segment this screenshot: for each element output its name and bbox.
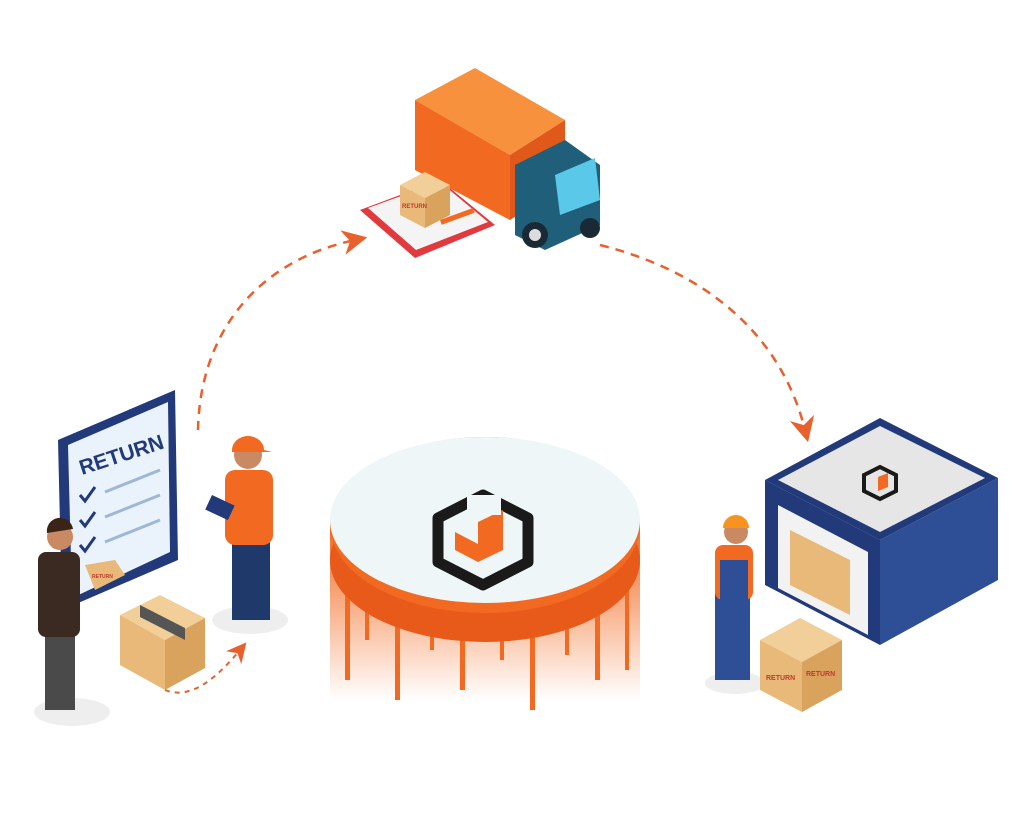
box-label: RETURN [806,671,835,678]
cardboard-box: RETURN RETURN [760,618,842,712]
cardboard-box: RETURN [400,172,450,228]
central-platform [330,437,640,710]
box-label: RETURN [402,204,427,210]
courier-person [205,436,288,634]
customer-person: RETURN [34,517,125,726]
dashed-arrow-icon [196,230,368,431]
logo-hexagon-icon [432,489,534,591]
warehouse [765,418,998,645]
logo-hexagon-icon [862,464,898,502]
cardboard-box [120,595,205,690]
dashed-arrow-icon [599,243,815,443]
return-clipboard: RETURN [58,390,178,610]
delivery-truck: RETURN [360,68,600,258]
warehouse-worker [705,515,765,694]
box-label: RETURN [766,675,795,682]
box-label: RETURN [92,574,113,580]
check-icon [78,486,97,554]
